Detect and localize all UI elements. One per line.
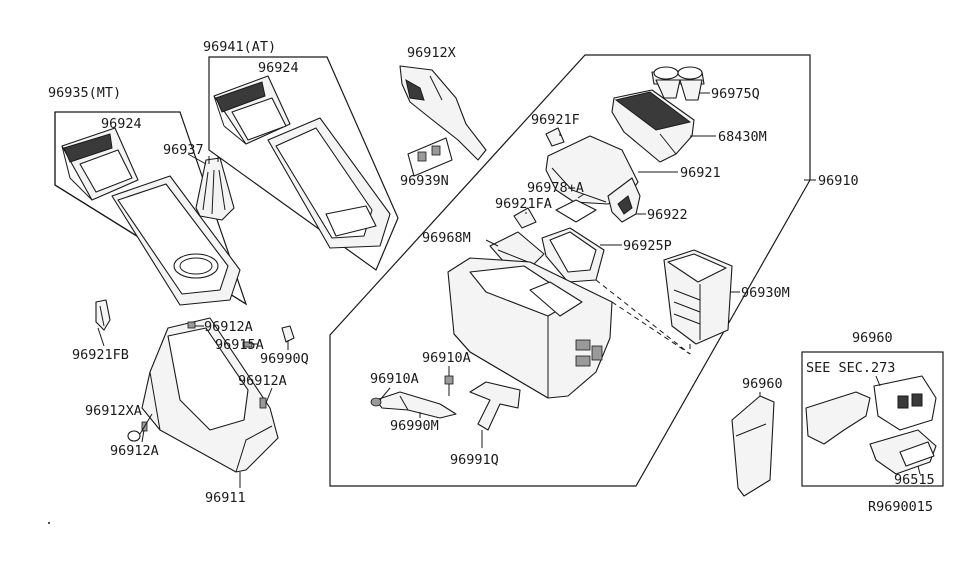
at-ash-tray-assembly xyxy=(213,75,291,145)
at-console-finisher xyxy=(267,117,391,249)
bracket-96968m xyxy=(489,231,545,269)
screw-96912a-top xyxy=(187,321,196,329)
label-96921: 96921 xyxy=(680,165,721,181)
mt-ash-tray-assembly xyxy=(61,127,139,201)
label-96924-at: 96924 xyxy=(258,60,299,76)
label-96912xa: 96912XA xyxy=(85,403,142,419)
clip-96921fa xyxy=(513,207,537,229)
label-96978a: 96978+A xyxy=(527,180,584,196)
at-console-frame xyxy=(208,56,399,271)
label-96937: 96937 xyxy=(163,142,204,158)
label-96990m: 96990M xyxy=(390,418,439,434)
sec273-frame xyxy=(801,351,944,487)
label-96915a: 96915A xyxy=(215,337,264,353)
label-96968m: 96968M xyxy=(422,230,471,246)
mt-console-finisher xyxy=(111,175,241,306)
label-96910a-left: 96910A xyxy=(370,371,419,387)
shift-boot xyxy=(195,156,235,221)
label-96975q: 96975Q xyxy=(711,86,760,102)
console-box xyxy=(447,257,613,399)
label-96910a-right: 96910A xyxy=(422,350,471,366)
clip-96921fb xyxy=(95,299,111,331)
label-96930m: 96930M xyxy=(741,285,790,301)
bolt-96910a-left xyxy=(370,397,382,407)
console-side-cover xyxy=(141,317,279,473)
label-see-sec273: SEE SEC.273 xyxy=(806,360,895,376)
label-96991q: 96991Q xyxy=(450,452,499,468)
label-96912a-right: 96912A xyxy=(238,373,287,389)
label-96941at: 96941(AT) xyxy=(203,39,276,55)
label-96960-group: 96960 xyxy=(852,330,893,346)
side-finisher-96960 xyxy=(731,395,775,497)
side-finisher-bracket xyxy=(399,65,487,161)
rear-vent-assembly xyxy=(805,375,937,475)
switch-panel xyxy=(407,137,453,177)
cup-holder xyxy=(651,66,705,101)
label-96924-mt: 96924 xyxy=(101,116,142,132)
bolt-96910a-right xyxy=(444,375,454,396)
main-console-frame xyxy=(329,54,811,487)
diagram-id: R9690015 xyxy=(868,499,933,515)
tray-96925p xyxy=(541,227,605,283)
label-96912a-top: 96912A xyxy=(204,319,253,335)
label-96925p: 96925P xyxy=(623,238,672,254)
bracket-96990m xyxy=(375,391,457,419)
console-lid-insert xyxy=(611,89,695,163)
label-96939n: 96939N xyxy=(400,173,449,189)
label-96921fa: 96921FA xyxy=(495,196,552,212)
label-96910: 96910 xyxy=(818,173,859,189)
clip-96990q xyxy=(281,325,295,343)
assembly-guide-line-2 xyxy=(611,301,691,355)
label-96912x: 96912X xyxy=(407,45,456,61)
clip-96921f xyxy=(545,127,565,147)
label-96911: 96911 xyxy=(205,490,246,506)
label-68430m: 68430M xyxy=(718,129,767,145)
label-96922: 96922 xyxy=(647,207,688,223)
label-96960: 96960 xyxy=(742,376,783,392)
screw-96912a-right xyxy=(259,397,267,409)
storage-box-96930m xyxy=(663,249,733,345)
label-96515: 96515 xyxy=(894,472,935,488)
label-96921fb: 96921FB xyxy=(72,347,129,363)
corner-dot xyxy=(48,522,50,524)
label-96912a-left: 96912A xyxy=(110,443,159,459)
label-96935mt: 96935(MT) xyxy=(48,85,121,101)
assembly-guide-line-1 xyxy=(595,279,691,355)
cap-96912xa xyxy=(127,430,141,442)
bracket-96991q xyxy=(469,381,521,431)
label-96990q: 96990Q xyxy=(260,351,309,367)
label-96921f: 96921F xyxy=(531,112,580,128)
pad-96978a xyxy=(555,199,597,223)
armrest-lid xyxy=(545,135,639,205)
